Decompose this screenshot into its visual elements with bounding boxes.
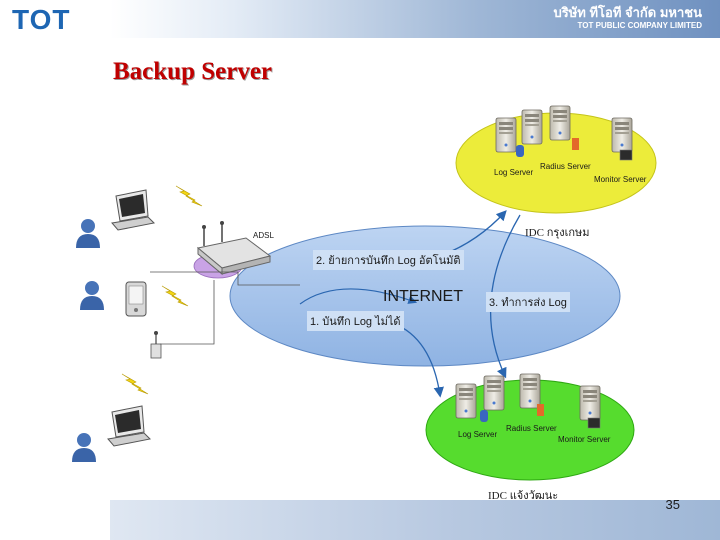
company-name-thai: บริษัท ทีโอที จำกัด มหาชน: [553, 5, 702, 20]
database-icon: [516, 145, 524, 157]
log-server-icon: [455, 383, 477, 419]
site-top-log-server-label: Log Server: [494, 168, 534, 177]
site-top-name: IDC กรุงเกษม: [525, 227, 590, 239]
footer-bar: [110, 500, 720, 540]
wireless-signal-icon: [175, 185, 203, 207]
database-icon: [480, 410, 488, 422]
wireless-signal-icon: [121, 373, 149, 395]
site-bottom-monitor-server-label: Monitor Server: [558, 435, 611, 444]
laptop-icon: [111, 189, 155, 231]
radius-indicator-icon: [572, 138, 579, 150]
slide-title: Backup Server: [113, 58, 273, 85]
user-icon: [76, 219, 100, 248]
link-line-upper: [150, 271, 300, 286]
server-icon: [483, 375, 505, 411]
site-bottom-name: IDC แจ้งวัฒนะ: [488, 490, 559, 502]
tot-logo: TOT: [12, 4, 71, 35]
monitor-server-icon: [579, 385, 601, 421]
radius-indicator-icon: [537, 404, 544, 416]
server-icon: [521, 109, 543, 145]
log-server-icon: [495, 117, 517, 153]
arrow-failed-log: [299, 288, 418, 305]
site-top-monitor-server-label: Monitor Server: [594, 175, 647, 184]
user-icon: [72, 433, 96, 462]
company-name-english: TOT PUBLIC COMPANY LIMITED: [577, 21, 702, 30]
site-bottom-radius-server-label: Radius Server: [506, 424, 557, 433]
radius-server-icon: [519, 373, 541, 409]
site-bottom-log-server-label: Log Server: [458, 430, 498, 439]
page-number: 35: [665, 497, 680, 512]
laptop-icon: [107, 405, 151, 447]
header-bar: TOT บริษัท ทีโอที จำกัด มหาชน TOT PUBLIC…: [0, 0, 720, 38]
wireless-access-point-icon: [150, 331, 162, 359]
step-3-label: 3. ทำการส่ง Log: [486, 292, 570, 312]
radius-server-icon: [549, 105, 571, 141]
pda-icon: [125, 281, 147, 317]
link-line-lower: [160, 280, 215, 345]
monitor-server-icon: [611, 117, 633, 153]
header-band: [110, 0, 720, 38]
wireless-signal-icon: [161, 285, 189, 307]
site-top-radius-server-label: Radius Server: [540, 162, 591, 171]
monitor-icon: [587, 417, 601, 429]
internet-label: INTERNET: [383, 288, 463, 305]
adsl-label: ADSL: [253, 231, 274, 240]
step-2-label: 2. ย้ายการบันทึก Log อัตโนมัติ: [313, 250, 464, 270]
user-icon: [80, 281, 104, 310]
monitor-icon: [619, 149, 633, 161]
step-1-label: 1. บันทึก Log ไม่ได้: [307, 311, 404, 331]
